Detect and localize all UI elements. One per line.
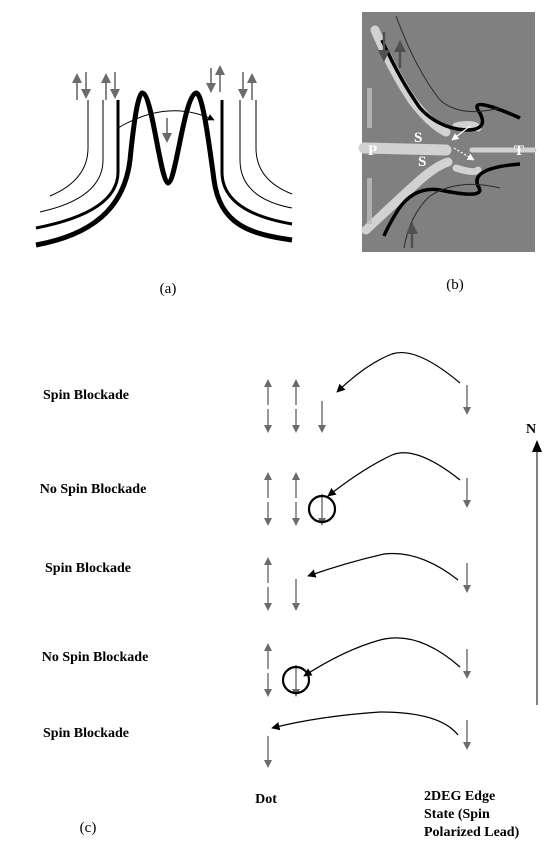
- row-1-dot-up-spin-2: [292, 379, 300, 405]
- row-4-dot-down-spin-1: [264, 673, 272, 697]
- tunnel-arrow-row-2: [327, 452, 461, 497]
- edge-state-trajectory: [380, 39, 521, 237]
- n-axis-label: N: [526, 422, 536, 437]
- row-2-dot-up-spin-2: [292, 472, 300, 498]
- photo-tunneling-arrow-upper: [451, 125, 471, 141]
- panel-a-label: (a): [160, 281, 177, 297]
- tunnel-arrow-row-3: [307, 552, 459, 581]
- gate-label-lower-side: S: [418, 154, 426, 170]
- row-label-2: No Spin Blockade: [40, 482, 147, 497]
- lead-label-line-2: State (Spin: [424, 807, 490, 822]
- edge-channel-right-inner: [255, 100, 293, 195]
- panel-a-diagram: [35, 65, 293, 248]
- gate-label-tunnel: T: [514, 143, 524, 159]
- tunneling-arrow: [117, 110, 215, 129]
- panel-b-label: (b): [446, 277, 464, 293]
- row-1-lead-down-spin: [463, 385, 471, 415]
- gate-lower: [361, 157, 453, 235]
- tunnel-arrow-row-1: [336, 352, 461, 393]
- edge-channel-left-3: [35, 100, 120, 230]
- lead-label-line-3: Polarized Lead): [424, 825, 520, 840]
- lead-label-line-1: 2DEG Edge: [424, 789, 495, 804]
- gate-plunger: [358, 142, 452, 156]
- row-3-lead-down-spin: [463, 563, 471, 593]
- row-4-dot-up-spin-1: [264, 643, 272, 669]
- gate-lower-right: [452, 164, 482, 176]
- row-2-lead-down-spin: [463, 478, 471, 508]
- row-label-3: Spin Blockade: [45, 561, 131, 576]
- row-label-5: Spin Blockade: [43, 726, 129, 741]
- row-1-dot-down-spin-2: [292, 409, 300, 433]
- photo-scale-text: [367, 88, 372, 224]
- spin-arrows-panel-a: [72, 65, 257, 143]
- row-2-added-electron-circle: [307, 494, 337, 524]
- row-3-dot-up-spin-1: [264, 557, 272, 583]
- photo-spin-arrows: [378, 32, 418, 248]
- row-5-lead-down-spin: [463, 720, 471, 750]
- row-1-dot-down-spin-1: [264, 409, 272, 433]
- tunnel-arrow-row-4: [303, 637, 461, 677]
- row-3-dot-down-spin-1: [264, 587, 272, 611]
- lead-to-dot-arrows: [271, 352, 461, 736]
- panel-b-photo: P S S T: [358, 12, 537, 252]
- row-label-1: Spin Blockade: [43, 388, 129, 403]
- dot-label: Dot: [255, 792, 277, 807]
- edge-channel-central: [35, 90, 293, 248]
- gate-electrodes: [358, 25, 537, 235]
- gate-label-plunger: P: [368, 143, 377, 159]
- row-3-dot-down-spin-2: [292, 579, 300, 611]
- n-axis: [532, 440, 542, 705]
- row-2-dot-down-spin-2: [292, 502, 300, 526]
- panel-c-label: (c): [80, 820, 97, 836]
- row-5-dot-down-spin-1: [264, 736, 272, 768]
- tunnel-arrow-row-5: [271, 711, 459, 736]
- dot-spin-states: [264, 379, 471, 768]
- row-2-dot-down-spin-1: [264, 502, 272, 526]
- gate-label-upper-side: S: [414, 130, 422, 146]
- row-4-lead-down-spin: [463, 649, 471, 679]
- row-1-dot-up-spin-1: [264, 379, 272, 405]
- row-1-dot-down-spin-3: [318, 401, 326, 433]
- row-label-4: No Spin Blockade: [42, 650, 149, 665]
- edge-channel-right-2: [239, 100, 293, 209]
- edge-channel-left-inner: [49, 100, 89, 197]
- row-4-added-electron-circle: [281, 665, 311, 695]
- row-2-dot-up-spin-1: [264, 472, 272, 498]
- edge-channel-right-3: [220, 100, 293, 226]
- edge-channel-left-2: [39, 100, 104, 213]
